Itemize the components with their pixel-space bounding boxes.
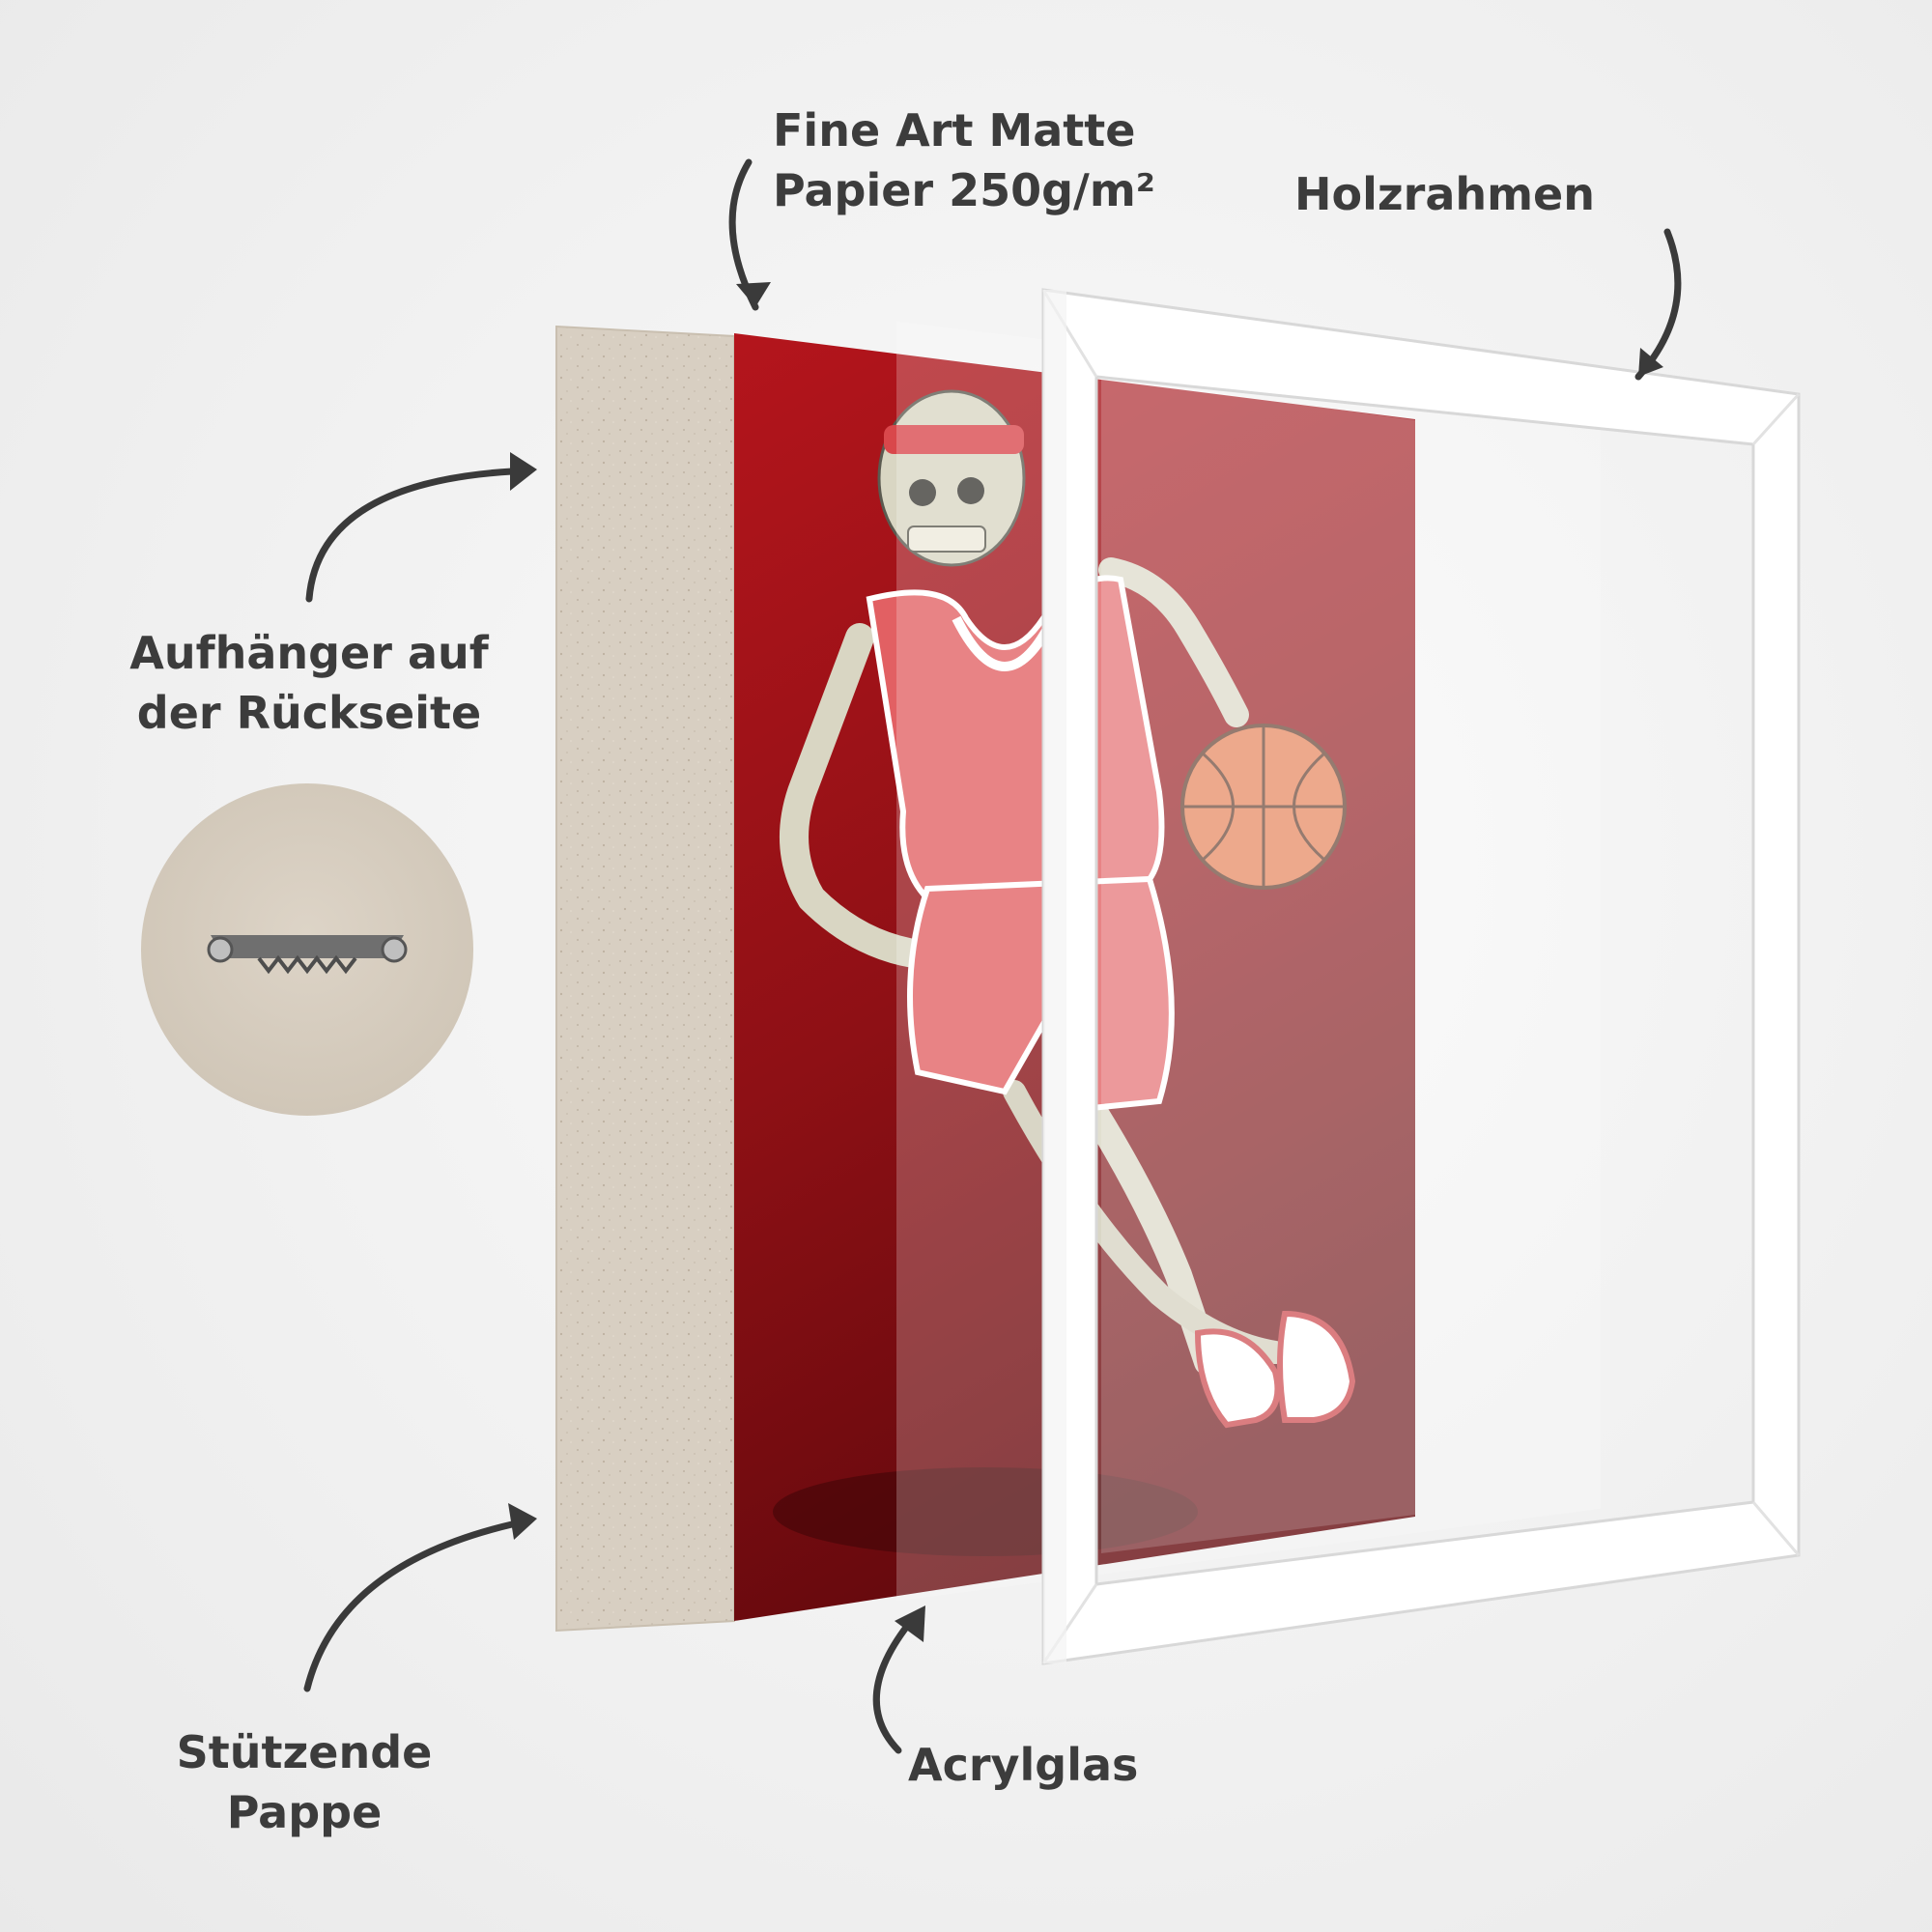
arrow-cardboard-icon [303,1520,516,1692]
label-cardboard: Stützende Pappe [116,1722,493,1842]
label-hanger-line2: der Rückseite [136,687,482,739]
label-fine-art-paper: Fine Art Matte Papier 250g/m² [773,100,1155,220]
label-hanger-line1: Aufhänger auf [129,627,489,679]
label-wooden-frame: Holzrahmen [1294,168,1595,220]
label-fine-art-paper-line1: Fine Art Matte [773,104,1136,156]
cardboard-backing [555,325,735,1633]
hanger-detail [141,783,473,1116]
wooden-frame [1041,288,1801,1665]
label-acrylic-glass: Acrylglas [908,1739,1139,1791]
sawtooth-hanger-icon [207,935,408,975]
label-cardboard-line1: Stützende [176,1726,433,1778]
label-cardboard-line2: Pappe [226,1786,383,1838]
arrow-acrylic-icon [872,1621,912,1754]
label-fine-art-paper-line2: Papier 250g/m² [773,164,1155,216]
label-hanger: Aufhänger auf der Rückseite [106,623,512,743]
arrow-hanger-icon [305,468,516,603]
